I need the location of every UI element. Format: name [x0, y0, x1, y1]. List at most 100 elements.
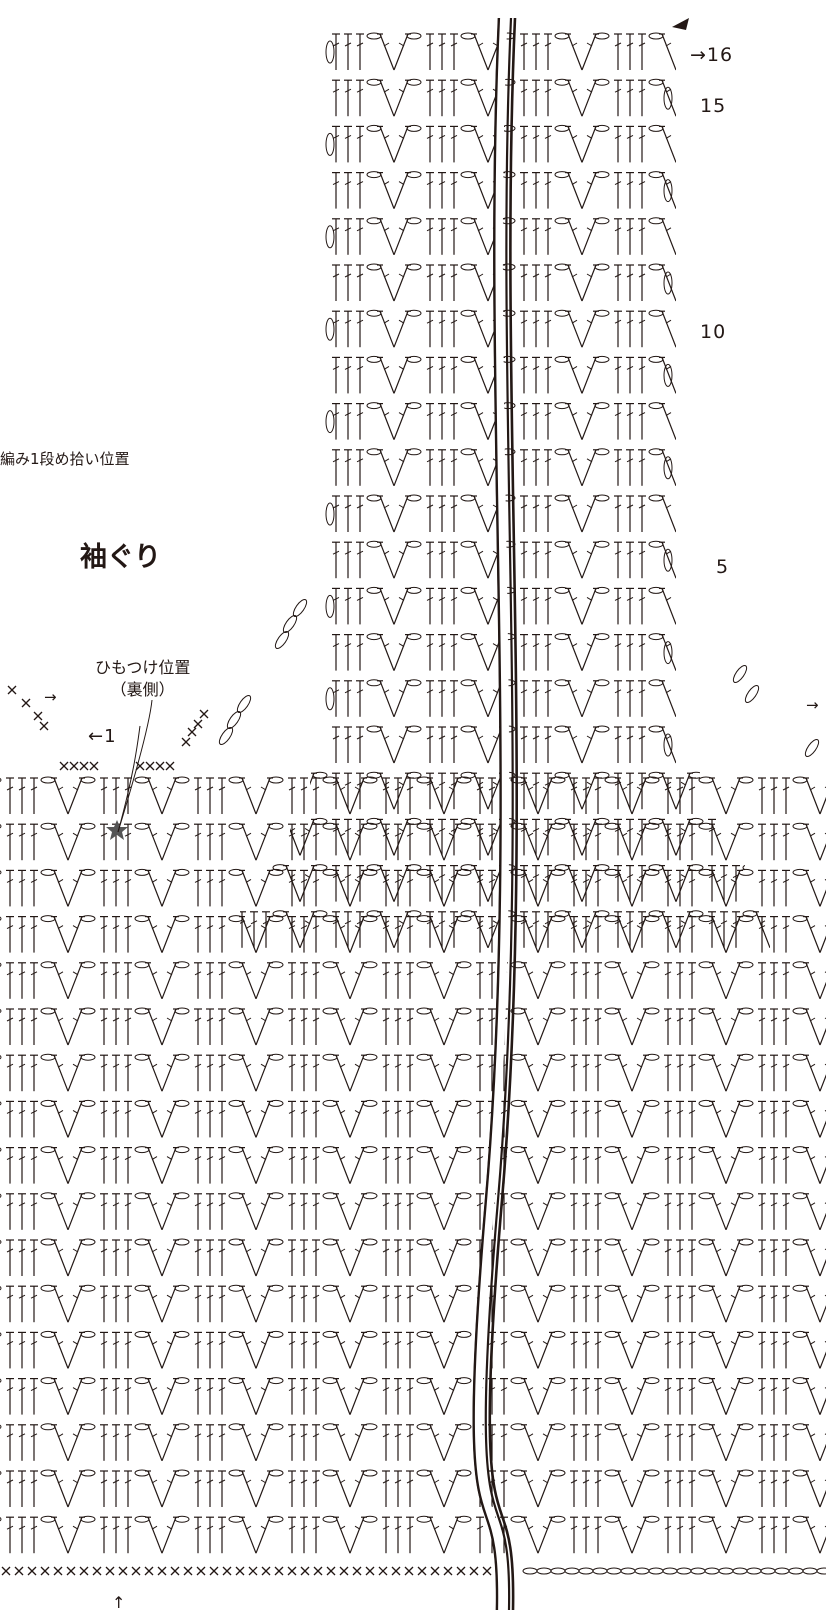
end-marker [672, 18, 689, 30]
stitch-repeat [476, 1100, 565, 1137]
stitch-repeat [0, 916, 1, 953]
foundation-chain [578, 1567, 594, 1575]
row1-sc [145, 761, 155, 771]
stitch-repeat [664, 777, 753, 814]
pickup-position-note: 編み1段め拾い位置 [0, 450, 130, 468]
stitch-repeat [664, 1008, 753, 1045]
stitch-repeat [0, 1054, 1, 1091]
foundation-sc [27, 1566, 37, 1576]
stitch-repeat [332, 172, 421, 209]
stitch-repeat [570, 916, 659, 953]
armhole-chain [804, 738, 820, 758]
stitch-repeat [0, 1147, 1, 1184]
stitch-repeat [238, 541, 327, 578]
foundation-chain [676, 1567, 692, 1575]
stitch-repeat [100, 1285, 189, 1322]
stitch-repeat [194, 962, 283, 999]
stitch-repeat [6, 777, 95, 814]
stitch-repeat [194, 916, 283, 953]
stitch-repeat [6, 916, 95, 953]
stitch-repeat [238, 449, 327, 486]
stitch-repeat [100, 1100, 189, 1137]
foundation-chain [788, 1567, 804, 1575]
stitch-repeat [194, 1239, 283, 1276]
stitch-repeat [238, 495, 327, 532]
stitch-repeat [332, 587, 421, 624]
stitch-repeat [758, 962, 826, 999]
foundation-sc [417, 1566, 427, 1576]
stitch-repeat [570, 1147, 659, 1184]
row-direction-arrow-right: → [806, 696, 819, 714]
stitch-repeat [6, 823, 95, 860]
armhole-chain [218, 726, 234, 746]
row-number-10: 10 [700, 321, 727, 343]
stitch-repeat [194, 1331, 283, 1368]
stitch-repeat [570, 1193, 659, 1230]
foundation-sc [261, 1566, 271, 1576]
stitch-repeat [0, 777, 1, 814]
stitch-repeat [382, 1285, 471, 1322]
stitch-repeat [288, 777, 377, 814]
stitch-repeat [332, 449, 421, 486]
stitch-repeat [288, 869, 377, 906]
stitch-repeat [100, 1054, 189, 1091]
stitch-repeat [614, 310, 703, 347]
stitch-repeat [194, 777, 283, 814]
stitch-repeat [6, 1100, 95, 1137]
stitch-repeat [0, 1239, 1, 1276]
stitch-repeat [614, 541, 703, 578]
stitch-repeat [476, 962, 565, 999]
stitch-repeat [6, 1470, 95, 1507]
stitch-repeat [570, 777, 659, 814]
foundation-sc [157, 1566, 167, 1576]
stitch-repeat [382, 1147, 471, 1184]
stitch-repeat [758, 1470, 826, 1507]
stitch-repeat [520, 541, 609, 578]
foundation-sc [326, 1566, 336, 1576]
row1-sc [89, 761, 99, 771]
stitch-repeat [614, 449, 703, 486]
tie-position-label: ひもつけ位置 [95, 658, 191, 677]
stitch-repeat [0, 1100, 1, 1137]
stitch-repeat [238, 356, 327, 393]
stitch-repeat [332, 264, 421, 301]
stitch-repeat [664, 1424, 753, 1461]
break-line-right [488, 17, 518, 1611]
stitch-repeat [476, 1008, 565, 1045]
stitch-repeat [664, 916, 753, 953]
armhole-sc [187, 727, 197, 737]
stitch-repeat [382, 962, 471, 999]
foundation-chain [704, 1567, 720, 1575]
stitch-repeat [570, 1100, 659, 1137]
stitch-repeat [332, 403, 421, 440]
stitch-repeat [758, 1054, 826, 1091]
row-number-15: 15 [700, 95, 727, 117]
stitch-repeat [332, 79, 421, 116]
foundation-sc [352, 1566, 362, 1576]
stitch-repeat [332, 495, 421, 532]
stitch-repeat [664, 1331, 753, 1368]
stitch-repeat [194, 1100, 283, 1137]
stitch-repeat [520, 726, 609, 763]
stitch-repeat [664, 869, 753, 906]
foundation-sc [170, 1566, 180, 1576]
foundation-chain [564, 1567, 580, 1575]
stitch-repeat [570, 823, 659, 860]
stitch-repeat [382, 1193, 471, 1230]
stitch-repeat [382, 1239, 471, 1276]
stitch-repeat [758, 1008, 826, 1045]
stitch-repeat [6, 1516, 95, 1553]
stitch-repeat [520, 634, 609, 671]
stitch-repeat [288, 1054, 377, 1091]
armhole-sc [181, 737, 191, 747]
stitch-repeat [100, 1516, 189, 1553]
row1-sc [59, 761, 69, 771]
stitch-repeat [758, 1239, 826, 1276]
foundation-sc [339, 1566, 349, 1576]
stitch-repeat [382, 1008, 471, 1045]
foundation-sc [79, 1566, 89, 1576]
stitch-repeat [194, 1285, 283, 1322]
stitch-repeat [194, 869, 283, 906]
stitch-repeat [382, 1331, 471, 1368]
